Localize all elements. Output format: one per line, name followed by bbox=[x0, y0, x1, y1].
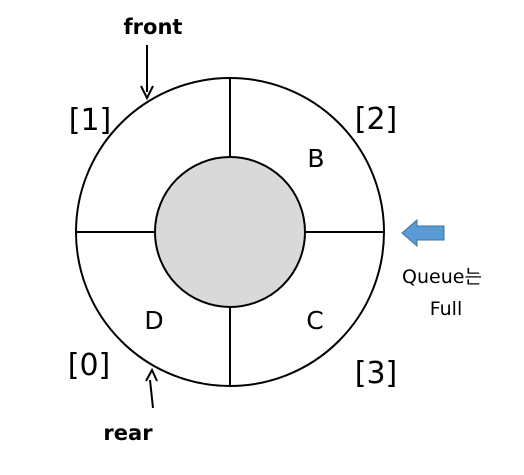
rear-label: rear bbox=[103, 421, 153, 445]
front-label: front bbox=[124, 15, 183, 39]
full-status-arrow-icon bbox=[401, 218, 445, 248]
index-label-3: [3] bbox=[355, 356, 398, 391]
status-line-1: Queue는 bbox=[402, 266, 482, 288]
slot-value-2: B bbox=[307, 144, 324, 173]
queue-inner-hub bbox=[154, 156, 306, 308]
index-label-2: [2] bbox=[355, 102, 398, 137]
slot-value-3: C bbox=[306, 306, 323, 335]
index-label-0: [0] bbox=[68, 348, 111, 383]
front-arrow-head bbox=[140, 85, 154, 101]
slot-value-0: D bbox=[144, 306, 163, 335]
rear-arrow-shaft bbox=[149, 379, 154, 409]
rear-arrow-head bbox=[145, 367, 158, 382]
status-line-2: Full bbox=[430, 298, 463, 320]
index-label-1: [1] bbox=[69, 103, 112, 138]
